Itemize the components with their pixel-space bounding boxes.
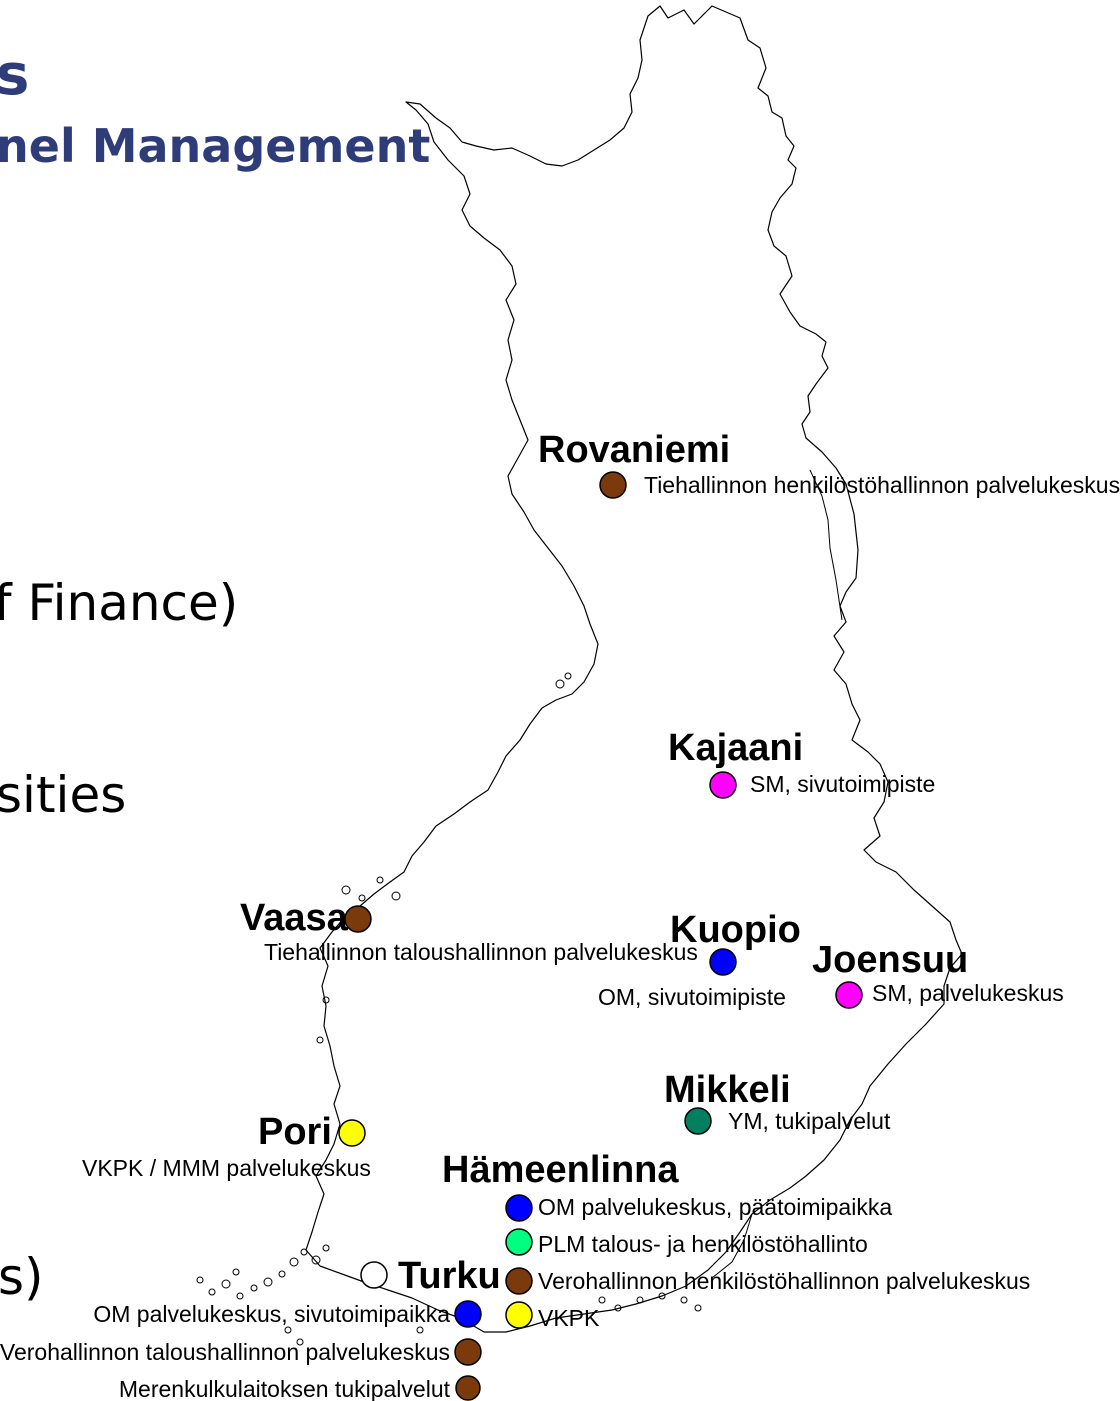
finland-outline bbox=[305, 5, 963, 1333]
office-marker-pori bbox=[338, 1119, 366, 1147]
office-label-hameenlinna-om: OM palvelukeskus, päätoimipaikka bbox=[538, 1194, 892, 1220]
city-label-joensuu: Joensuu bbox=[812, 939, 968, 981]
office-marker-hameenlinna-plm bbox=[505, 1228, 533, 1256]
city-label-hameenlinna: Hämeenlinna bbox=[442, 1149, 679, 1191]
office-marker-hameenlinna-vero bbox=[505, 1267, 533, 1295]
city-label-kajaani: Kajaani bbox=[668, 727, 803, 769]
office-marker-hameenlinna-vkpk bbox=[505, 1301, 533, 1329]
office-marker-turku-vero bbox=[454, 1338, 482, 1366]
office-label-hameenlinna-vero: Verohallinnon henkilöstöhallinnon palvel… bbox=[538, 1268, 1030, 1294]
coastal-islands bbox=[196, 672, 702, 1346]
office-marker-hameenlinna-om bbox=[505, 1194, 533, 1222]
bullet-paren-fragment: s) bbox=[0, 1248, 44, 1306]
office-label-mikkeli: YM, tukipalvelut bbox=[728, 1108, 891, 1134]
city-label-pori: Pori bbox=[258, 1111, 332, 1153]
office-marker-joensuu bbox=[835, 981, 863, 1009]
office-label-vaasa: Tiehallinnon taloushallinnon palvelukesk… bbox=[264, 939, 698, 965]
office-label-turku-vero: Verohallinnon taloushallinnon palvelukes… bbox=[0, 1339, 450, 1365]
city-label-rovaniemi: Rovaniemi bbox=[538, 429, 730, 471]
slide-subtitle-fragment: nel Management bbox=[0, 119, 430, 173]
office-marker-vaasa bbox=[344, 905, 372, 933]
office-marker-turku-om bbox=[454, 1300, 482, 1328]
office-label-rovaniemi: Tiehallinnon henkilöstöhallinnon palvelu… bbox=[644, 472, 1120, 498]
office-marker-rovaniemi bbox=[599, 471, 627, 499]
office-label-hameenlinna-vkpk: VKPK bbox=[538, 1305, 600, 1331]
bullet-sities-fragment: sities bbox=[0, 766, 126, 824]
city-label-vaasa: Vaasa bbox=[240, 897, 349, 939]
city-label-kuopio: Kuopio bbox=[670, 909, 801, 951]
internal-boundary-line bbox=[809, 469, 843, 621]
office-label-hameenlinna-plm: PLM talous- ja henkilöstöhallinto bbox=[538, 1231, 868, 1257]
office-marker-turku-merenkulku bbox=[455, 1375, 481, 1401]
office-label-pori: VKPK / MMM palvelukeskus bbox=[82, 1155, 371, 1181]
office-marker-kajaani bbox=[709, 771, 737, 799]
office-label-joensuu: SM, palvelukeskus bbox=[872, 980, 1064, 1006]
office-marker-mikkeli bbox=[684, 1107, 712, 1135]
bullet-finance-fragment: f Finance) bbox=[0, 574, 238, 632]
city-label-turku: Turku bbox=[398, 1255, 501, 1297]
internal-boundary-line-south bbox=[711, 1213, 753, 1279]
office-label-turku-merenkulku: Merenkulkulaitoksen tukipalvelut bbox=[119, 1376, 451, 1401]
office-label-turku-om: OM palvelukeskus, sivutoimipaikka bbox=[93, 1301, 450, 1327]
slide-title-fragment: s bbox=[0, 43, 29, 108]
city-label-mikkeli: Mikkeli bbox=[664, 1069, 791, 1111]
city-marker-turku bbox=[360, 1261, 388, 1289]
office-label-kuopio: OM, sivutoimipiste bbox=[598, 984, 786, 1010]
office-label-kajaani: SM, sivutoimipiste bbox=[750, 771, 935, 797]
office-marker-kuopio bbox=[709, 948, 737, 976]
